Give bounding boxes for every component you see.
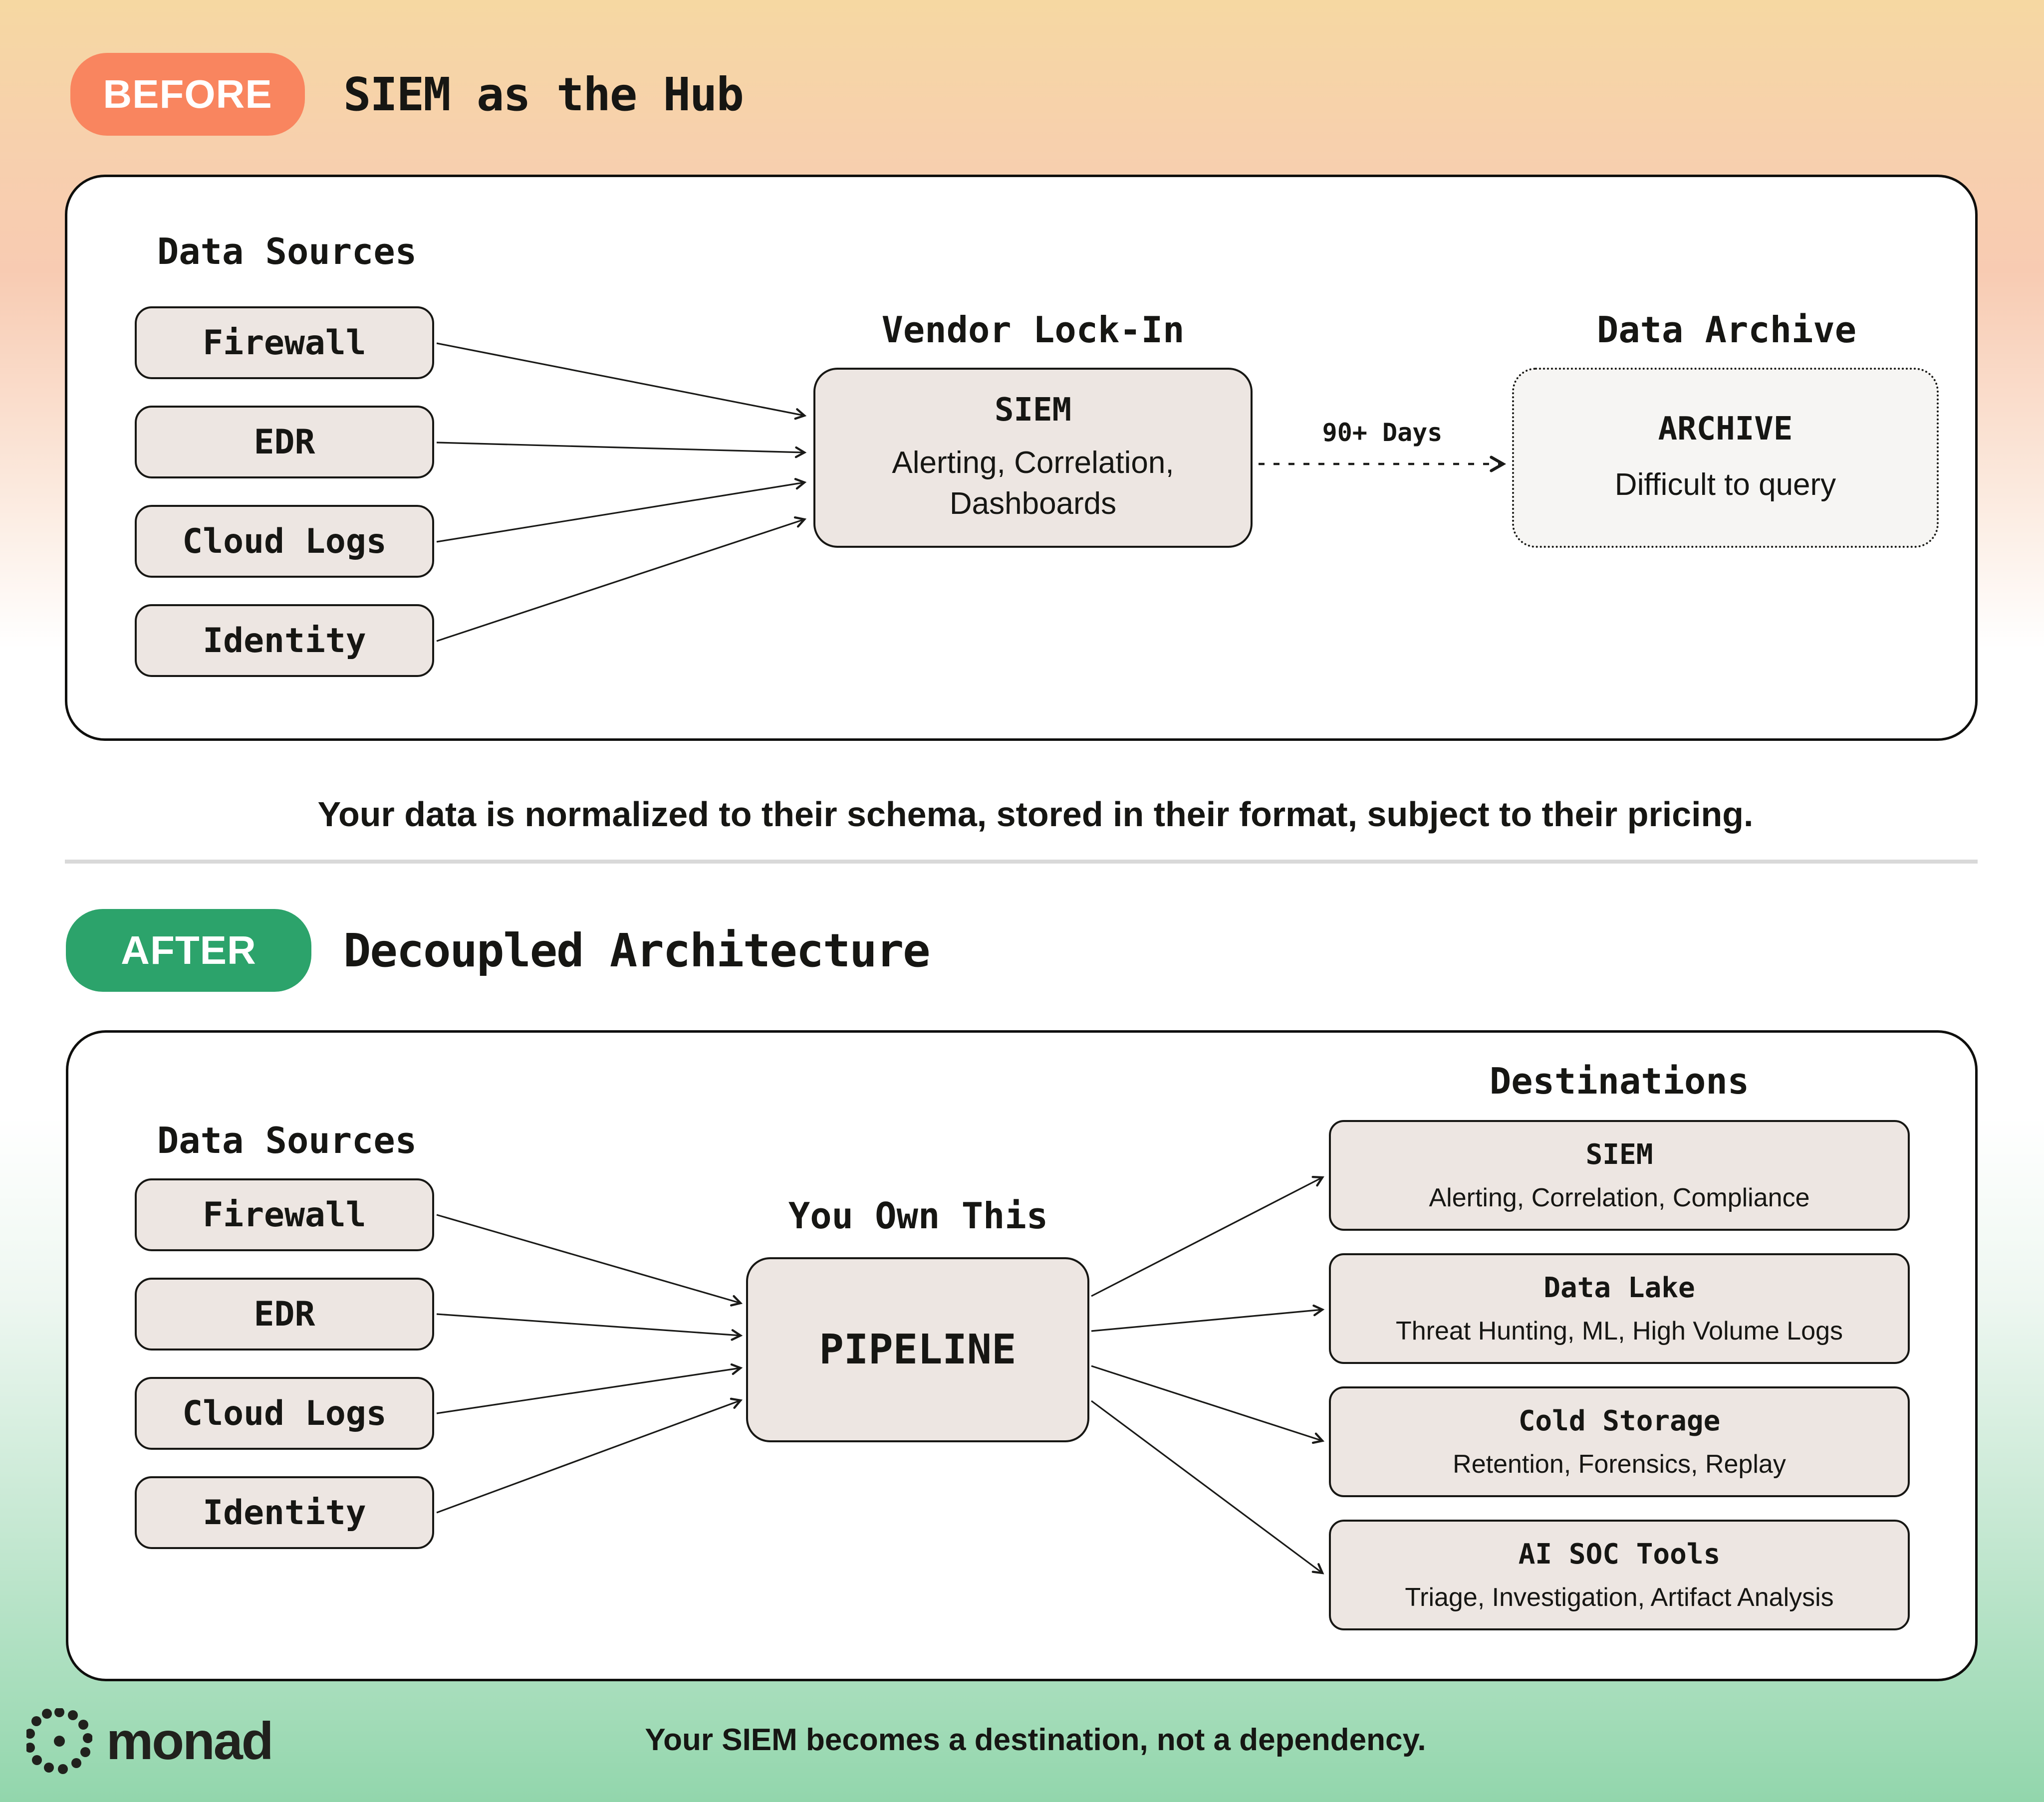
- siem-hub-box: SIEM Alerting, Correlation, Dashboards: [813, 368, 1253, 548]
- source-label: Identity: [203, 1493, 366, 1533]
- destination-subtitle: Threat Hunting, ML, High Volume Logs: [1395, 1316, 1843, 1346]
- source-label: Firewall: [203, 1195, 366, 1235]
- siem-hub-title: SIEM: [994, 391, 1072, 429]
- destination-subtitle: Retention, Forensics, Replay: [1453, 1449, 1786, 1479]
- archive-subtitle: Difficult to query: [1614, 467, 1836, 502]
- destination-title: SIEM: [1585, 1138, 1653, 1171]
- source-label: EDR: [254, 1294, 315, 1334]
- footer-caption: Your SIEM becomes a destination, not a d…: [645, 1723, 1426, 1757]
- source-label: Cloud Logs: [182, 1393, 387, 1433]
- destination-title: Data Lake: [1543, 1271, 1695, 1304]
- source-box-identity: Identity: [135, 604, 434, 677]
- monad-logo-icon: [26, 1708, 92, 1774]
- destination-box-data-lake: Data Lake Threat Hunting, ML, High Volum…: [1329, 1253, 1910, 1364]
- after-badge: AFTER: [66, 909, 311, 992]
- destinations-heading: Destinations: [1489, 1060, 1750, 1102]
- vendor-lockin-heading: Vendor Lock-In: [881, 309, 1185, 351]
- source-label: Cloud Logs: [182, 521, 387, 561]
- destination-subtitle: Alerting, Correlation, Compliance: [1429, 1183, 1810, 1212]
- brand-wordmark: monad: [106, 1711, 273, 1771]
- source-box-firewall: Firewall: [135, 1178, 434, 1251]
- source-box-edr: EDR: [135, 406, 434, 478]
- siem-hub-subtitle: Alerting, Correlation, Dashboards: [892, 445, 1174, 521]
- pipeline-heading: You Own This: [788, 1195, 1048, 1237]
- destination-subtitle: Triage, Investigation, Artifact Analysis: [1405, 1582, 1834, 1612]
- destination-title: AI SOC Tools: [1518, 1538, 1721, 1571]
- destination-title: Cold Storage: [1518, 1404, 1721, 1437]
- destination-box-cold-storage: Cold Storage Retention, Forensics, Repla…: [1329, 1386, 1910, 1497]
- after-sources-heading: Data Sources: [157, 1120, 417, 1161]
- source-label: Identity: [203, 621, 366, 661]
- pipeline-title: PIPELINE: [819, 1326, 1017, 1373]
- source-box-cloud-logs: Cloud Logs: [135, 1377, 434, 1450]
- before-section-title: SIEM as the Hub: [343, 67, 744, 121]
- pipeline-box: PIPELINE: [746, 1257, 1089, 1442]
- destination-box-ai-soc-tools: AI SOC Tools Triage, Investigation, Arti…: [1329, 1520, 1910, 1630]
- source-label: Firewall: [203, 323, 366, 363]
- brand-lockup: monad: [26, 1708, 376, 1774]
- section-divider: [65, 860, 1978, 864]
- source-box-identity: Identity: [135, 1476, 434, 1549]
- source-box-firewall: Firewall: [135, 306, 434, 379]
- archive-title: ARCHIVE: [1658, 410, 1793, 448]
- before-caption: Your data is normalized to their schema,…: [317, 795, 1754, 834]
- before-sources-heading: Data Sources: [157, 230, 417, 272]
- destination-box-siem: SIEM Alerting, Correlation, Compliance: [1329, 1120, 1910, 1231]
- source-box-edr: EDR: [135, 1278, 434, 1351]
- data-archive-heading: Data Archive: [1596, 309, 1857, 351]
- flow-label-90-days: 90+ Days: [1322, 418, 1443, 447]
- before-badge: BEFORE: [70, 53, 305, 136]
- source-label: EDR: [254, 422, 315, 462]
- after-section-title: Decoupled Architecture: [343, 923, 931, 977]
- archive-box: ARCHIVE Difficult to query: [1512, 368, 1939, 548]
- source-box-cloud-logs: Cloud Logs: [135, 505, 434, 578]
